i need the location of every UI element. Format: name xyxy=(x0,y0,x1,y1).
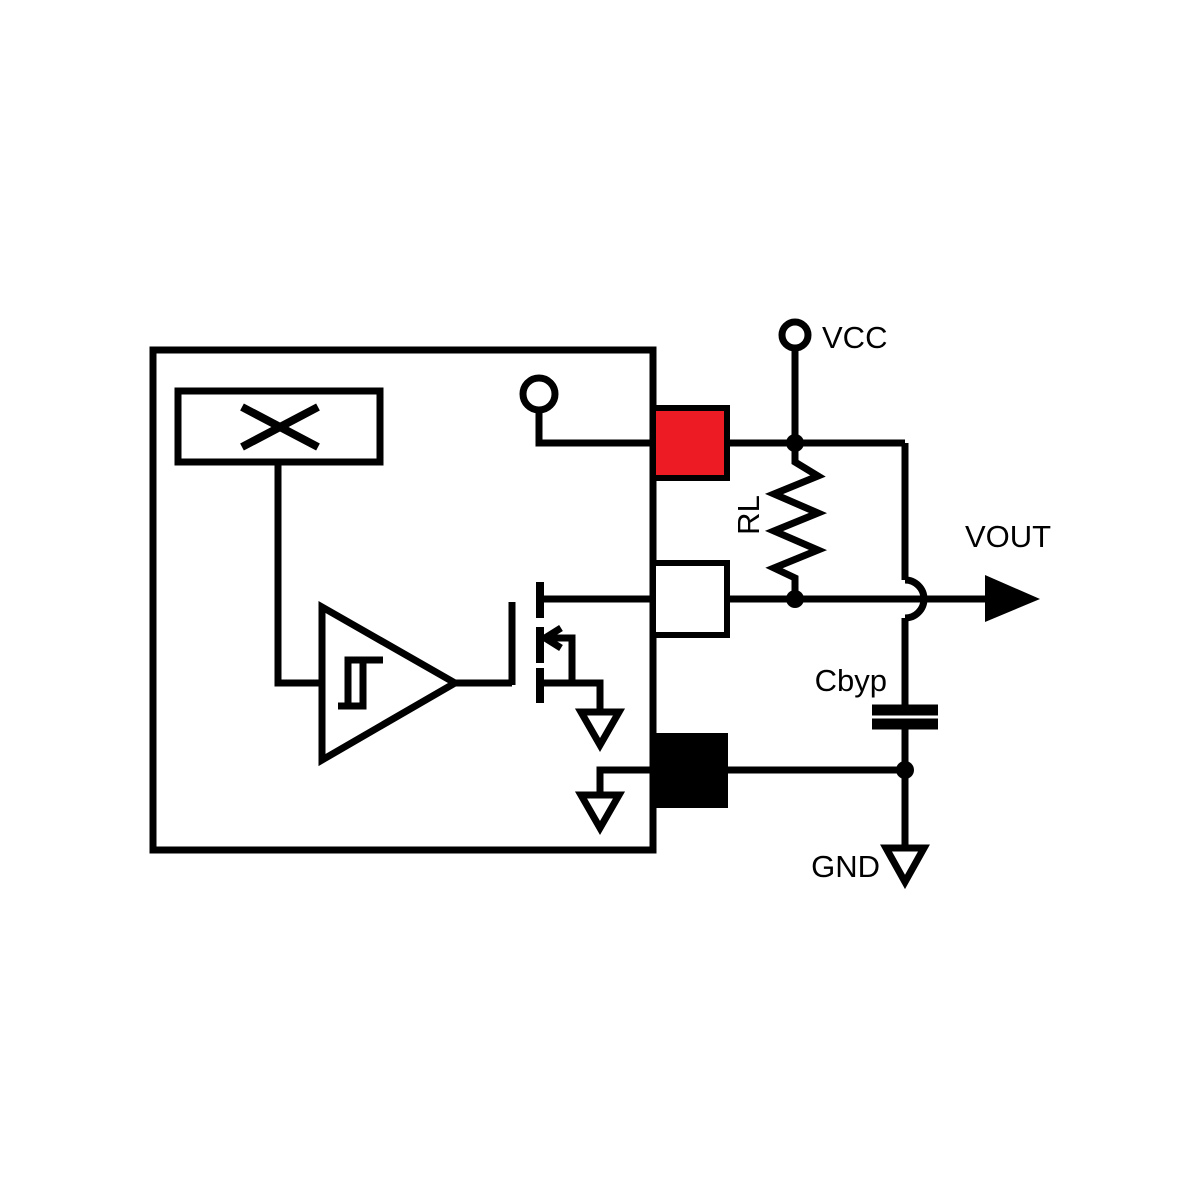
cbyp-label: Cbyp xyxy=(815,663,887,698)
bypass-capacitor-icon xyxy=(872,704,938,730)
vcc-terminal-circle-icon xyxy=(778,318,812,352)
internal-terminal-circle-icon xyxy=(519,374,559,414)
supply-pin-square xyxy=(650,405,730,481)
schmitt-trigger-triangle-icon xyxy=(318,600,463,767)
supply-rail-wire xyxy=(535,410,905,447)
filled-right-arrow-icon xyxy=(985,575,1040,622)
mosfet-source-wire xyxy=(540,679,604,712)
internal-ground-wire xyxy=(596,766,905,795)
ground-pin-square xyxy=(652,733,728,808)
mosfet-body-arrow-icon xyxy=(538,625,576,683)
vout-label: VOUT xyxy=(965,519,1051,554)
vcc-junction-dot xyxy=(786,434,804,452)
internal-ground-icon-source xyxy=(574,708,626,753)
hysteresis-icon xyxy=(338,656,383,710)
internal-ground-icon-pin xyxy=(574,791,626,836)
load-resistor-zigzag-icon xyxy=(764,443,828,599)
output-junction-dot xyxy=(786,590,804,608)
ground-junction-dot xyxy=(896,761,914,779)
gnd-ground-icon xyxy=(880,844,930,890)
crossed-box-icon xyxy=(240,403,320,451)
wire-layer xyxy=(149,318,985,890)
rl-label: RL xyxy=(731,495,766,535)
gnd-label: GND xyxy=(811,849,880,884)
hall-to-amplifier-wire xyxy=(274,462,322,687)
vcc-label: VCC xyxy=(822,320,887,355)
wire-hop-arc-icon xyxy=(904,576,928,622)
output-pin-square xyxy=(650,560,730,638)
